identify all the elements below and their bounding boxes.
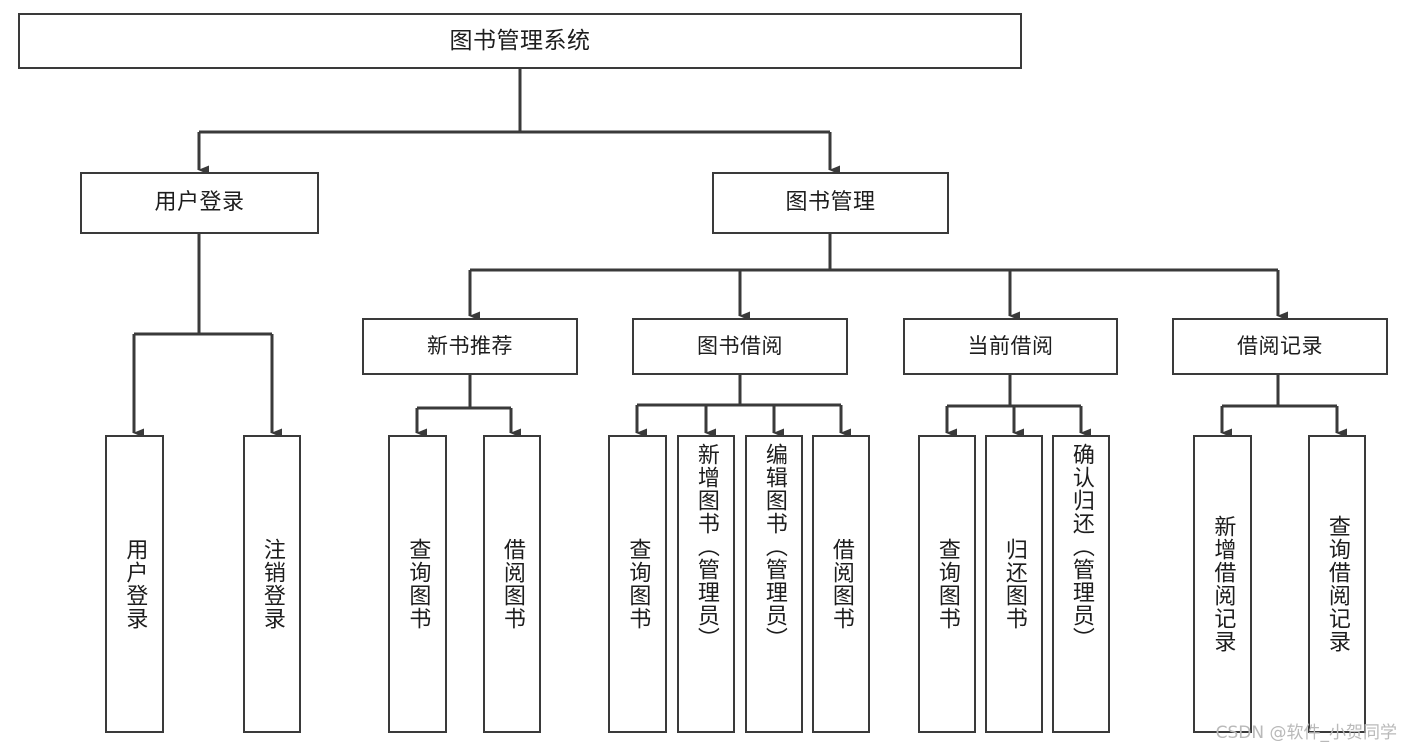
node-label: 查询借阅记录 [1324,515,1350,653]
node-label: 借阅记录 [1237,333,1323,358]
leaf-borrow-record-add-record[interactable]: 新增借阅记录 [1193,435,1252,733]
node-new-book-recommendation[interactable]: 新书推荐 [362,318,578,375]
node-label: 图书管理 [785,189,876,215]
node-book-borrowing[interactable]: 图书借阅 [632,318,848,375]
node-label: 图书管理系统 [449,27,591,54]
node-label: 注销登录 [259,538,285,630]
node-label: 图书借阅 [697,333,783,358]
leaf-borrow-record-query-record[interactable]: 查询借阅记录 [1308,435,1366,733]
node-label: 新增图书（管理员） [693,443,719,650]
node-label: 当前借阅 [967,333,1054,358]
leaf-current-borrow-return-book[interactable]: 归还图书 [985,435,1043,733]
csdn-watermark: CSDN @软件_小贺同学 [1215,723,1397,743]
leaf-book-borrow-add-book-admin[interactable]: 新增图书（管理员） [677,435,735,733]
leaf-book-borrow-query-book[interactable]: 查询图书 [608,435,667,733]
node-borrowing-record[interactable]: 借阅记录 [1172,318,1388,375]
node-label: 用户登录 [154,189,245,215]
leaf-user-login-login[interactable]: 用户登录 [105,435,164,733]
leaf-current-borrow-query-book[interactable]: 查询图书 [918,435,976,733]
node-label: 查询图书 [934,538,960,630]
leaf-book-borrow-edit-book-admin[interactable]: 编辑图书（管理员） [745,435,803,733]
leaf-new-book-query-book[interactable]: 查询图书 [388,435,447,733]
node-label: 新书推荐 [427,333,513,358]
node-label: 编辑图书（管理员） [761,443,787,650]
leaf-current-borrow-confirm-return-admin[interactable]: 确认归还（管理员） [1052,435,1110,733]
node-label: 查询图书 [405,538,431,630]
node-current-borrowing[interactable]: 当前借阅 [903,318,1118,375]
leaf-user-login-logout[interactable]: 注销登录 [243,435,301,733]
node-root-book-management-system[interactable]: 图书管理系统 [18,13,1022,69]
node-label: 借阅图书 [499,538,525,630]
node-label: 借阅图书 [828,538,854,630]
node-label: 归还图书 [1001,538,1027,630]
leaf-new-book-borrow-book[interactable]: 借阅图书 [483,435,541,733]
leaf-book-borrow-borrow-book[interactable]: 借阅图书 [812,435,870,733]
node-label: 查询图书 [625,538,651,630]
node-book-management[interactable]: 图书管理 [712,172,949,234]
node-label: 确认归还（管理员） [1068,443,1094,650]
node-label: 用户登录 [122,538,148,630]
node-user-login[interactable]: 用户登录 [80,172,319,234]
node-label: 新增借阅记录 [1210,515,1236,653]
